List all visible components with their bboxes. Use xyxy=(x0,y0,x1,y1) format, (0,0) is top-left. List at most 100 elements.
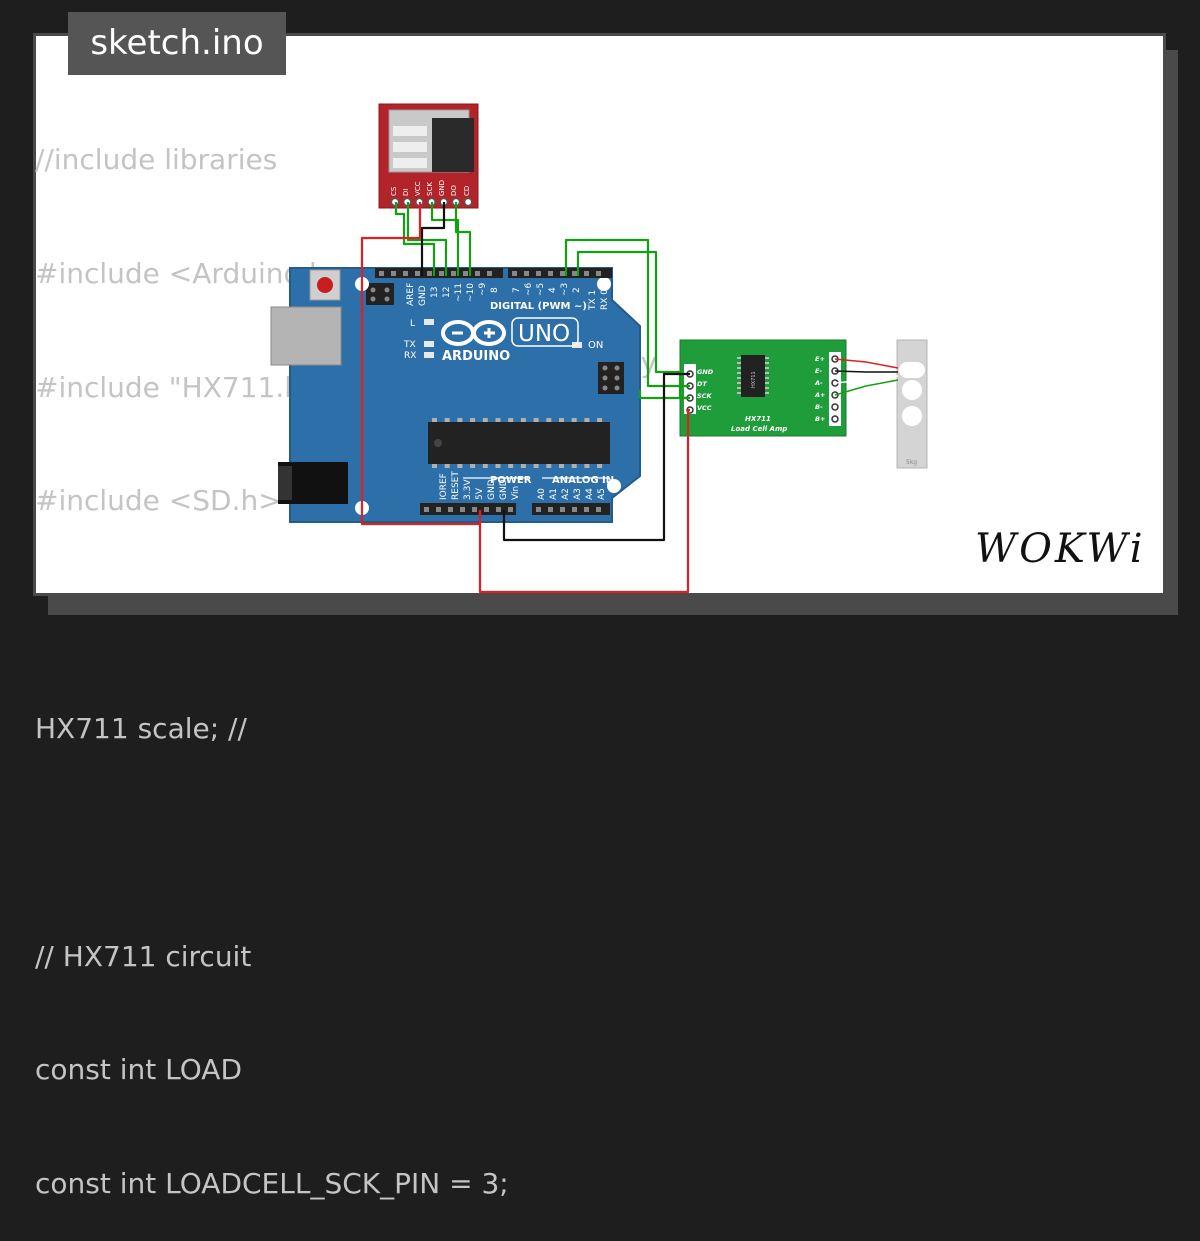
usb-port xyxy=(270,306,342,366)
header-pin[interactable] xyxy=(524,271,529,276)
arduino-logo-icon xyxy=(441,320,506,346)
label-d7: 7 xyxy=(512,287,522,293)
header-pin[interactable] xyxy=(596,507,601,512)
header-pin[interactable] xyxy=(596,271,601,276)
wire-sd-cs-d10 xyxy=(394,202,436,276)
chip-leg xyxy=(482,418,488,422)
header-pin[interactable] xyxy=(415,271,420,276)
hx-pin-dt: DT xyxy=(697,380,707,388)
label-ioref: IOREF xyxy=(439,473,449,500)
load-cell[interactable]: 5kg xyxy=(896,339,928,469)
chip-leg xyxy=(457,464,463,468)
header-pin[interactable] xyxy=(536,507,541,512)
chip-leg xyxy=(765,377,769,379)
label-gnd-2: GND xyxy=(499,479,509,500)
chip-leg xyxy=(765,382,769,384)
wire-lc-white xyxy=(834,375,899,384)
uno-text: UNO xyxy=(518,321,570,347)
led-on xyxy=(572,342,582,348)
label-reset: RESET xyxy=(451,471,461,500)
load-cell-label: 5kg xyxy=(906,459,917,466)
icsp-header-2 xyxy=(598,362,624,394)
label-d11: ~11 xyxy=(454,283,464,302)
label-3v3: 3.3V xyxy=(463,479,473,500)
header-pin[interactable] xyxy=(584,507,589,512)
header-pin[interactable] xyxy=(572,507,577,512)
header-pin[interactable] xyxy=(548,271,553,276)
label-a0: A0 xyxy=(537,488,547,500)
label-tx1: TX 1 xyxy=(588,290,598,311)
reset-button[interactable] xyxy=(309,269,341,301)
header-pin[interactable] xyxy=(403,271,408,276)
header-pin[interactable] xyxy=(472,507,477,512)
label-power: POWER xyxy=(490,475,532,486)
chip-leg xyxy=(457,418,463,422)
header-pin[interactable] xyxy=(436,507,441,512)
chip-leg xyxy=(765,362,769,364)
chip-leg xyxy=(559,464,564,468)
label-d4: 4 xyxy=(548,287,558,293)
header-pin[interactable] xyxy=(560,507,565,512)
header-pin[interactable] xyxy=(448,507,453,512)
chip-leg xyxy=(571,418,577,422)
wire-sd-do-d12 xyxy=(454,202,472,276)
atmega-chip xyxy=(428,418,610,468)
header-pin[interactable] xyxy=(391,271,396,276)
hx-right-pin[interactable] xyxy=(831,415,839,423)
chip-leg xyxy=(470,464,476,468)
header-pin[interactable] xyxy=(463,271,468,276)
icsp-header xyxy=(366,283,394,305)
code-line: const int LOAD xyxy=(35,1053,243,1087)
hx711-chip-label: HX711 xyxy=(751,371,757,388)
label-digital: DIGITAL (PWM ~) xyxy=(490,301,587,312)
header-pin[interactable] xyxy=(484,507,489,512)
chip-leg xyxy=(470,418,476,422)
header-pin[interactable] xyxy=(451,271,456,276)
label-analog: ANALOG IN xyxy=(552,475,614,486)
header-pin[interactable] xyxy=(560,271,565,276)
label-d9: ~9 xyxy=(478,282,488,296)
arduino-uno[interactable]: AREF GND 13 12 ~11 ~10 ~9 8 7 ~6 ~5 4 ~3… xyxy=(270,267,641,523)
hx-pin-gnd: GND xyxy=(697,368,714,376)
sd-pin[interactable] xyxy=(463,197,473,207)
chip-leg xyxy=(737,357,741,359)
sd-pin-di: DI xyxy=(402,189,410,196)
hx-pin-a-minus: A- xyxy=(814,379,823,387)
hx-pin-e-minus: E- xyxy=(815,367,822,375)
wire-hx-sck-2 xyxy=(638,390,690,400)
label-d13: 13 xyxy=(430,287,440,298)
chip-leg xyxy=(508,464,514,468)
header-pin[interactable] xyxy=(427,271,432,276)
header-pin[interactable] xyxy=(536,271,541,276)
header-pin[interactable] xyxy=(584,271,589,276)
hx711-module[interactable]: HX711 GND DT SCK VCC E+ E- A- A+ B- B+ H… xyxy=(679,339,847,437)
chip-leg xyxy=(737,392,741,394)
header-pin[interactable] xyxy=(475,271,480,276)
header-pin[interactable] xyxy=(460,507,465,512)
label-rx: RX xyxy=(404,351,416,361)
chip-leg xyxy=(520,464,526,468)
sd-card-module[interactable]: CS DI VCC SCK GND DO CD xyxy=(378,103,479,209)
header-pin[interactable] xyxy=(548,507,553,512)
header-pin[interactable] xyxy=(424,507,429,512)
label-d3: ~3 xyxy=(560,283,570,296)
chip-leg xyxy=(737,377,741,379)
chip-leg xyxy=(584,464,590,468)
chip-leg xyxy=(584,418,590,422)
header-pin[interactable] xyxy=(508,507,513,512)
header-pin[interactable] xyxy=(512,271,517,276)
header-pin[interactable] xyxy=(572,271,577,276)
header-pin[interactable] xyxy=(496,507,501,512)
chip-leg xyxy=(765,357,769,359)
uno-badge xyxy=(511,317,579,347)
hx-pin-vcc: VCC xyxy=(697,404,712,412)
hx-right-pin[interactable] xyxy=(831,403,839,411)
header-pin[interactable] xyxy=(439,271,444,276)
wires xyxy=(360,202,899,594)
chip-leg xyxy=(737,362,741,364)
header-pin[interactable] xyxy=(379,271,384,276)
chip-leg xyxy=(737,372,741,374)
chip-leg xyxy=(559,418,564,422)
hx-pin-b-plus: B+ xyxy=(815,415,825,423)
header-pin[interactable] xyxy=(487,271,492,276)
